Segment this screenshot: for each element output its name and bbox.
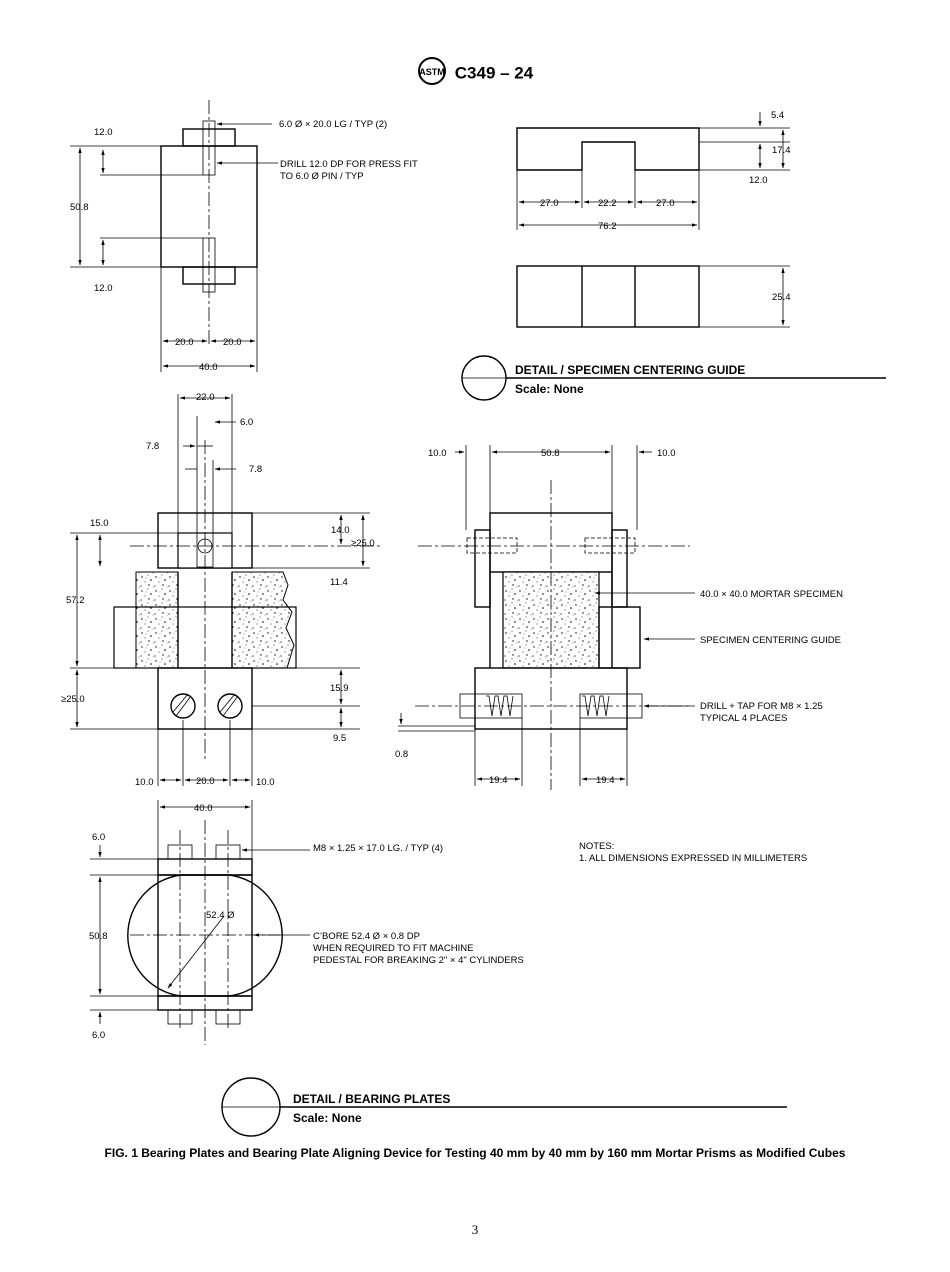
dim-27-right: 27.0 <box>656 198 675 209</box>
bolt-note: M8 × 1.25 × 17.0 LG. / TYP (4) <box>313 843 443 854</box>
aligning-device-side-view <box>70 394 380 786</box>
notes-item-1: 1. ALL DIMENSIONS EXPRESSED IN MILLIMETE… <box>579 853 807 864</box>
dim-0-8: 0.8 <box>395 749 408 760</box>
dim-19-4-left: 19.4 <box>489 775 508 786</box>
tap-note-line1: DRILL + TAP FOR M8 × 1.25 <box>700 701 823 712</box>
plates-detail-title: DETAIL / BEARING PLATES <box>293 1092 450 1106</box>
guide-detail-title: DETAIL / SPECIMEN CENTERING GUIDE <box>515 363 745 377</box>
aligning-device-end-view <box>398 445 695 790</box>
dim-17-4: 17.4 <box>772 145 791 156</box>
dim-15: 15.0 <box>90 518 109 529</box>
mortar-specimen-note: 40.0 × 40.0 MORTAR SPECIMEN <box>700 589 843 600</box>
astm-logo-icon: ASTM <box>417 56 447 91</box>
centering-guide-drawing <box>461 112 886 401</box>
dim-7-8-right: 7.8 <box>249 464 262 475</box>
figure-caption: FIG. 1 Bearing Plates and Bearing Plate … <box>104 1146 846 1160</box>
dim-ge-25-top: ≥25.0 <box>351 538 375 549</box>
dim-20-right: 20.0 <box>223 337 242 348</box>
aligning-device-front-view <box>70 100 278 372</box>
dim-76-2: 76.2 <box>598 221 617 232</box>
dim-20-left: 20.0 <box>175 337 194 348</box>
dim-5-4: 5.4 <box>771 110 784 121</box>
dim-52-4: 52.4 Ø <box>206 910 235 921</box>
dim-10-left: 10.0 <box>135 777 154 788</box>
dim-6-bottom: 6.0 <box>92 1030 105 1041</box>
cbore-note-line1: C’BORE 52.4 Ø × 0.8 DP <box>313 931 420 942</box>
guide-detail-scale: Scale: None <box>515 382 584 396</box>
dim-7-8-left: 7.8 <box>146 441 159 452</box>
dim-40-plate: 40.0 <box>194 803 213 814</box>
dim-10-right-end: 10.0 <box>657 448 676 459</box>
dim-50-8-plate: 50.8 <box>89 931 108 942</box>
pin-note: 6.0 Ø × 20.0 LG / TYP (2) <box>279 119 387 130</box>
dim-ge-25-bottom: ≥25.0 <box>61 694 85 705</box>
plates-detail-scale: Scale: None <box>293 1111 362 1125</box>
drill-note-line1: DRILL 12.0 DP FOR PRESS FIT <box>280 159 418 170</box>
drill-note-line2: TO 6.0 Ø PIN / TYP <box>280 171 364 182</box>
page-number: 3 <box>471 1222 479 1237</box>
dim-12-top: 12.0 <box>94 127 113 138</box>
tap-note-line2: TYPICAL 4 PLACES <box>700 713 787 724</box>
designation: C349 – 24 <box>454 63 534 83</box>
dim-40: 40.0 <box>199 362 218 373</box>
dim-22: 22.0 <box>196 392 215 403</box>
centering-guide-note: SPECIMEN CENTERING GUIDE <box>700 635 841 646</box>
dim-9-5: 9.5 <box>333 733 346 744</box>
dim-14: 14.0 <box>331 525 350 536</box>
cbore-note-line2: WHEN REQUIRED TO FIT MACHINE <box>313 943 473 954</box>
dim-27-left: 27.0 <box>540 198 559 209</box>
dim-20: 20.0 <box>196 776 215 787</box>
dim-50-8: 50.8 <box>70 202 89 213</box>
cbore-note-line3: PEDESTAL FOR BREAKING 2" × 4" CYLINDERS <box>313 955 524 966</box>
dim-25-4: 25.4 <box>772 292 791 303</box>
dim-15-9: 15.9 <box>330 683 349 694</box>
svg-text:ASTM: ASTM <box>419 67 445 77</box>
bearing-plate-view <box>90 800 787 1137</box>
dim-22-2: 22.2 <box>598 198 617 209</box>
page-header: ASTM C349 – 24 <box>0 56 950 91</box>
dim-10-left-end: 10.0 <box>428 448 447 459</box>
dim-12-guide: 12.0 <box>749 175 768 186</box>
dim-10-right: 10.0 <box>256 777 275 788</box>
notes-heading: NOTES: <box>579 841 614 852</box>
dim-50-8-end: 50.8 <box>541 448 560 459</box>
dim-6-top: 6.0 <box>92 832 105 843</box>
dim-11-4: 11.4 <box>330 577 348 588</box>
dim-57-2: 57.2 <box>66 595 85 606</box>
dim-12-bottom: 12.0 <box>94 283 113 294</box>
dim-6: 6.0 <box>240 417 253 428</box>
dim-19-4-right: 19.4 <box>596 775 615 786</box>
